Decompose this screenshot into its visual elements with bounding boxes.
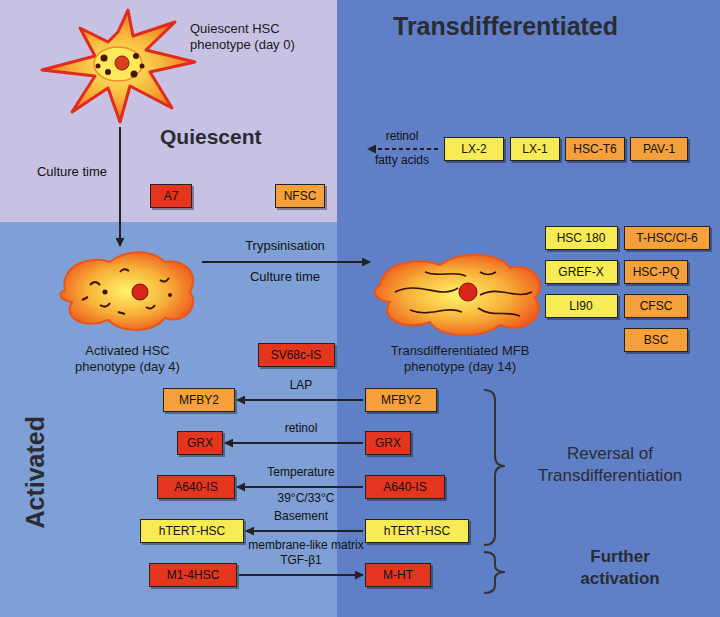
flow-arrow xyxy=(237,399,363,401)
cell-line-box: MFBY2 xyxy=(365,388,437,412)
cell-line-box: HSC 180 xyxy=(545,226,618,250)
cell-line-box: M-HT xyxy=(365,563,431,587)
group-label: Further activation xyxy=(555,546,685,590)
cell-line-box: GRX xyxy=(365,431,411,455)
arrow-label: TGF-β1 xyxy=(241,553,361,567)
cell-phenotype: Transdifferentiated MFB phenotype (day 1… xyxy=(372,248,547,380)
box-label: BSC xyxy=(644,333,669,347)
quiescent-region xyxy=(0,0,337,222)
cell-line-box: A640-IS xyxy=(157,475,235,499)
region-title: Quiescent xyxy=(160,123,290,150)
region-title: Activated xyxy=(19,397,52,547)
cell-line-box: HSC-PQ xyxy=(624,260,688,284)
cell-line-box: hTERT-HSC xyxy=(365,519,469,543)
box-label: T-HSC/Cl-6 xyxy=(636,231,697,245)
cell-line-box: SV68c-IS xyxy=(258,343,335,367)
box-label: M1-4HSC xyxy=(167,568,220,582)
dashed-reversion-arrow xyxy=(368,148,438,150)
group-label: Reversal of Transdifferentiation xyxy=(505,443,715,487)
box-label: A640-IS xyxy=(383,480,426,494)
cell-phenotype: Quiescent HSC phenotype (day 0) xyxy=(40,5,315,125)
cell-line-box: LX-1 xyxy=(510,137,560,161)
activated-cell-figure xyxy=(60,252,193,330)
arrow-label: Trypsinisation xyxy=(225,238,345,253)
cell-line-box: M1-4HSC xyxy=(149,563,237,587)
cell-line-box: GRX xyxy=(177,431,223,455)
box-label: GRX xyxy=(375,436,401,450)
cell-line-box: NFSC xyxy=(275,184,325,208)
flow-arrow xyxy=(237,486,363,488)
box-label: GREF-X xyxy=(558,265,603,279)
arrow-label: retinol xyxy=(241,421,361,435)
cell-line-box: MFBY2 xyxy=(163,388,235,412)
flow-arrow xyxy=(239,574,363,576)
arrow-label: fatty acids xyxy=(362,153,442,169)
phenotype-caption: Activated HSC phenotype (day 4) xyxy=(60,343,195,376)
cell-line-box: BSC xyxy=(624,328,688,352)
phenotype-caption: Transdifferentiated MFB phenotype (day 1… xyxy=(384,343,536,376)
arrow-label: retinol xyxy=(362,129,442,145)
flow-arrow xyxy=(119,127,121,246)
myofibroblast-cell-figure xyxy=(375,255,540,335)
cell-line-box: hTERT-HSC xyxy=(140,519,244,543)
phenotype-caption: Quiescent HSC phenotype (day 0) xyxy=(190,21,310,54)
arrow-label: LAP xyxy=(241,378,361,392)
box-label: M-HT xyxy=(383,568,413,582)
arrow-label: Basement xyxy=(241,509,361,523)
box-label: A640-IS xyxy=(174,480,217,494)
arrow-label: Culture time xyxy=(5,164,107,179)
box-label: PAV-1 xyxy=(643,142,675,156)
box-label: hTERT-HSC xyxy=(159,524,225,538)
box-label: HSC-T6 xyxy=(573,142,616,156)
reversal-bracket xyxy=(484,390,505,545)
box-label: MFBY2 xyxy=(381,393,421,407)
arrow-label: Temperature xyxy=(241,465,361,479)
flow-arrow xyxy=(225,442,363,444)
arrow-label: 39°C/33°C xyxy=(246,491,366,507)
box-label: HSC 180 xyxy=(557,231,606,245)
cell-line-box: GREF-X xyxy=(545,260,618,284)
box-label: HSC-PQ xyxy=(633,265,680,279)
cell-line-box: LX-2 xyxy=(444,137,504,161)
cell-line-box: LI90 xyxy=(545,294,618,318)
box-label: GRX xyxy=(187,436,213,450)
flow-arrow xyxy=(246,530,363,532)
box-label: LI90 xyxy=(569,299,592,313)
cell-line-box: A640-IS xyxy=(365,475,445,499)
box-label: A7 xyxy=(164,189,179,203)
box-label: MFBY2 xyxy=(179,393,219,407)
cell-line-box: T-HSC/Cl-6 xyxy=(624,226,710,250)
box-label: LX-1 xyxy=(522,142,547,156)
activation-bracket xyxy=(484,552,505,593)
arrow-label: membrane-like matrix xyxy=(240,538,372,554)
cell-line-box: PAV-1 xyxy=(630,137,688,161)
cell-line-box: A7 xyxy=(150,184,192,208)
cell-phenotype: Activated HSC phenotype (day 4) xyxy=(55,248,200,380)
box-label: CFSC xyxy=(640,299,673,313)
box-label: hTERT-HSC xyxy=(384,524,450,538)
region-title: Transdifferentiated xyxy=(393,10,693,43)
quiescent-cell-figure xyxy=(42,10,195,122)
cell-line-box: CFSC xyxy=(624,294,688,318)
arrow-label: Culture time xyxy=(225,269,345,286)
box-label: NFSC xyxy=(284,189,317,203)
box-label: SV68c-IS xyxy=(271,348,322,362)
box-label: LX-2 xyxy=(461,142,486,156)
cell-line-box: HSC-T6 xyxy=(565,137,625,161)
flow-arrow xyxy=(202,261,370,263)
